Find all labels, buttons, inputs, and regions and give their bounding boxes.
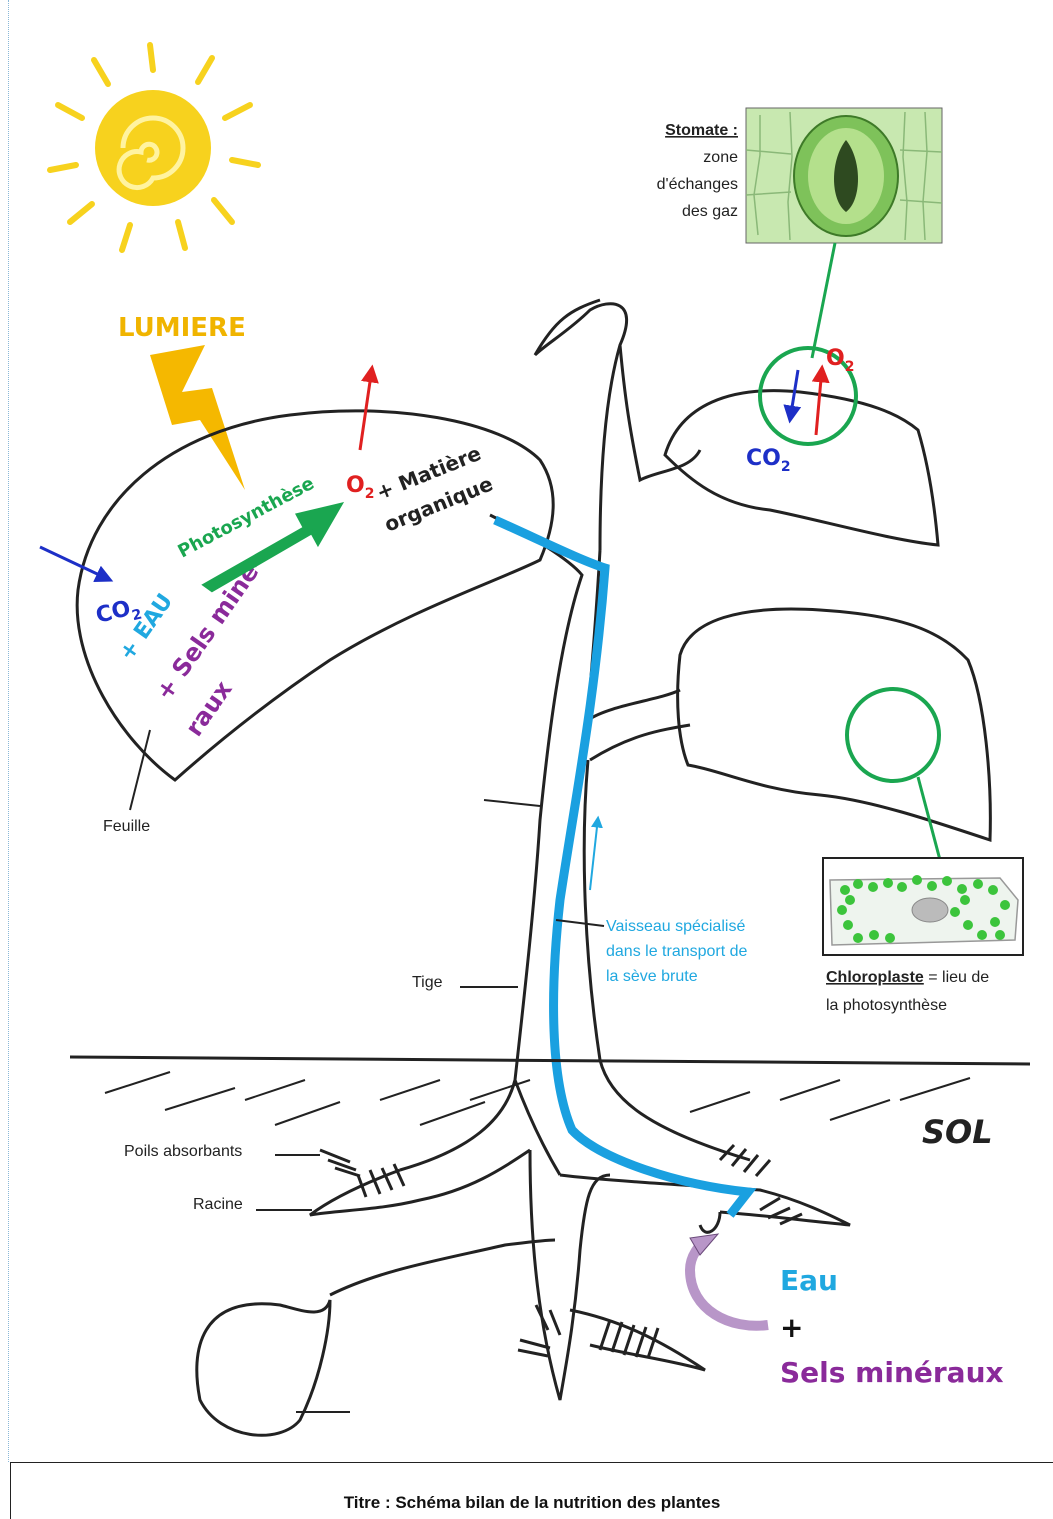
vaisseau-line3: la sève brute [606,968,698,985]
sap-up-arrow [590,818,598,890]
co2-in-arrow [40,547,110,580]
sels-right-label: Sels minéraux [780,1356,1004,1389]
plus-label: + [780,1311,803,1344]
stem [400,300,750,1175]
o2-out-arrow-right [816,368,822,435]
lumiere-label: LUMIERE [118,313,246,343]
eau-right-label: Eau [780,1264,838,1297]
co2-in-arrow-right [790,370,798,420]
o2-right-label: O2 [826,346,854,375]
left-leaf [77,411,553,780]
vaisseau-line1: Vaisseau spécialisé [606,918,745,935]
middle-right-leaf [678,609,991,840]
co2-right-label: CO2 [746,446,791,475]
sun-icon [50,45,258,250]
sels-left-line2: raux [180,675,238,741]
plant-cell-image [823,858,1023,955]
feuille-label: Feuille [103,818,150,835]
o2-out-arrow [360,368,372,450]
stem-leader-upper [484,800,540,806]
stomate-line3: des gaz [682,203,738,220]
chloroplast-circle [847,689,939,781]
lightning-icon [150,345,245,490]
stomate-image [746,108,942,243]
top-right-leaf [665,391,938,545]
ground [70,1057,1030,1125]
poils-label: Poils absorbants [124,1143,242,1160]
sol-label: SOL [922,1113,993,1151]
vaisseau-leader [556,920,604,926]
stomate-line2: d'échanges [657,176,738,193]
vaisseau-line2: dans le transport de [606,943,748,960]
racine-label: Racine [193,1196,243,1213]
o2-left-label: O2 [346,473,374,502]
plant-nutrition-diagram: LUMIERE [0,0,1053,1462]
tige-label: Tige [412,974,443,991]
chloroplaste-line1: Chloroplaste = lieu de [826,969,989,986]
diagram-title: Titre : Schéma bilan de la nutrition des… [10,1462,1053,1519]
stomate-title: Stomate : [665,122,738,139]
stomate-link-line [812,243,835,358]
photosynthese-label: Photosynthèse [174,473,317,563]
chloroplaste-line2: la photosynthèse [826,997,947,1014]
stomate-line1: zone [703,149,738,166]
